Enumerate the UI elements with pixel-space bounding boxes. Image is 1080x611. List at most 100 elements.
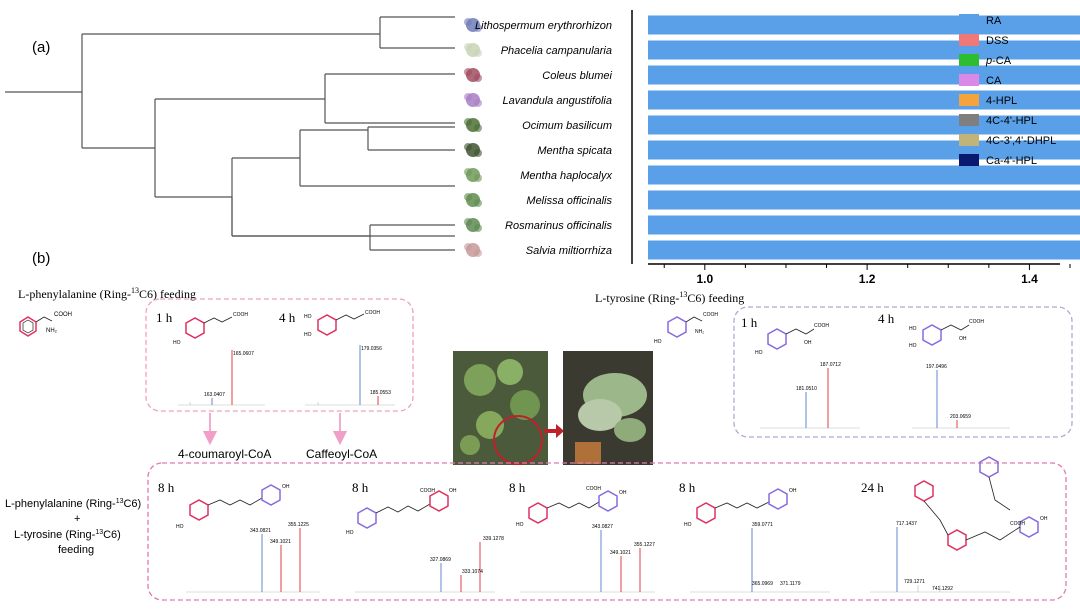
ra3-cooh: COOH <box>586 486 601 492</box>
combined-24h-label: 24 h <box>861 480 884 495</box>
ra1-oh: OH <box>282 484 290 490</box>
legend-label: CA <box>986 75 1002 87</box>
combined-feeding-label: L-phenylalanine (Ring-13C6) + L-tyrosine… <box>5 498 141 556</box>
plant-thumbnail <box>464 193 482 207</box>
ra-structure-2: COOH OH HO <box>346 488 457 536</box>
plant-thumbnail <box>464 168 482 182</box>
legend-swatch <box>959 54 979 66</box>
species-label: Lithospermum erythrorhizon <box>475 20 612 32</box>
tyr-ho: HO <box>654 339 662 345</box>
bar-segment <box>648 190 1080 210</box>
combined-timecourse-box <box>147 462 1067 601</box>
ra-structure-4: OH HO <box>684 488 797 528</box>
peak-phe1h-a: 165.0607 <box>233 351 254 357</box>
caffeic-ho2: HO <box>304 332 312 338</box>
legend-label: RA <box>986 15 1002 27</box>
spectrum-8h-d: 359.0771 365.0969 371.1179 <box>690 522 830 593</box>
ra4-ho: HO <box>684 522 692 528</box>
legend-swatch <box>959 14 979 26</box>
peak-24h-1: 717.1437 <box>896 521 917 527</box>
tyr-nh2: NH₂ <box>695 329 704 335</box>
plant-thumbnail <box>464 68 482 82</box>
peak-8ha-2: 349.1021 <box>270 539 291 545</box>
hpl-cooh: COOH <box>814 323 829 329</box>
plant-photo-right <box>563 351 653 465</box>
ra-structure-1: OH HO <box>176 484 290 530</box>
tyr-timecourse-box <box>733 306 1073 438</box>
tyr-1h-label: 1 h <box>741 315 758 330</box>
species-label: Rosmarinus officinalis <box>505 220 612 232</box>
ra-structure-3: COOH OH HO <box>516 486 627 528</box>
legend-swatch <box>959 94 979 106</box>
coumaric-cooh: COOH <box>233 312 248 318</box>
species-label: Ocimum basilicum <box>522 120 612 132</box>
peak-8hb-2: 327.0869 <box>430 557 451 563</box>
tyr-cooh: COOH <box>703 312 718 318</box>
legend-label: 4C-3',4'-DHPL <box>986 135 1056 147</box>
peak-8hb-1: 339.1278 <box>483 536 504 542</box>
peak-8hc-3: 349.1021 <box>610 550 631 556</box>
bar-segment <box>648 15 1080 35</box>
bar-segment <box>648 215 1080 235</box>
chart-legend: RADSSp-CACA4-HPL4C-4'-HPL4C-3',4'-DHPLCa… <box>959 14 1056 167</box>
ra2-cooh: COOH <box>420 488 435 494</box>
legend-label: p-CA <box>985 55 1012 67</box>
photo-arrow <box>544 424 564 438</box>
peak-8hc-1: 343.0827 <box>592 524 613 530</box>
species-label: Mentha haplocalyx <box>520 170 612 182</box>
legend-swatch <box>959 154 979 166</box>
panel-a-label: (a) <box>32 39 50 56</box>
species-label: Coleus blumei <box>542 70 612 82</box>
peak-8hd-2: 365.0969 <box>752 581 773 587</box>
phe-feeding-label: L-phenylalanine (Ring-13C6) feeding <box>18 286 196 301</box>
plant-thumbnail <box>464 118 482 132</box>
peak-8hd-1: 359.0771 <box>752 522 773 528</box>
phylogenetic-tree <box>5 16 455 251</box>
ra3-ho: HO <box>516 522 524 528</box>
hpl-structure: COOH OH HO <box>755 323 829 356</box>
sal-cooh: COOH <box>1010 521 1025 527</box>
phe-cooh-text: COOH <box>54 312 72 318</box>
plant-thumbnails <box>464 18 482 257</box>
spectrum-tyr-4h: 197.0496 203.0659 <box>912 364 1010 429</box>
x-tick-label: 1.4 <box>1021 272 1038 286</box>
peak-24h-2: 729.1271 <box>904 579 925 585</box>
species-label: Phacelia campanularia <box>501 45 612 57</box>
caffeic-structure: COOH HO HO <box>304 310 380 338</box>
species-label: Melissa officinalis <box>526 195 612 207</box>
ra3-oh: OH <box>619 490 627 496</box>
plant-photo-left <box>453 351 548 465</box>
spectrum-8h-c: 343.0827 355.1227 349.1021 <box>520 524 655 593</box>
coumaric-structure: COOH HO <box>173 312 248 346</box>
bar-segment <box>648 240 1080 260</box>
species-label: Mentha spicata <box>537 145 612 157</box>
bar-segment <box>648 65 1080 85</box>
spectrum-phe-1h: 165.0607 163.0407 <box>178 350 265 406</box>
phe-4h-label: 4 h <box>279 310 296 325</box>
combined-8h-label-2: 8 h <box>352 480 369 495</box>
legend-label: Ca-4'-HPL <box>986 155 1037 167</box>
plant-thumbnail <box>464 243 482 257</box>
svg-text:feeding: feeding <box>58 544 94 556</box>
dhpl-ho1: HO <box>909 326 917 332</box>
legend-swatch <box>959 114 979 126</box>
peak-8hc-2: 355.1227 <box>634 542 655 548</box>
hpl-oh: OH <box>804 340 812 346</box>
plant-thumbnail <box>464 143 482 157</box>
peak-tyr1h-a: 187.0712 <box>820 362 841 368</box>
tyr-feeding-label: L-tyrosine (Ring-13C6) feeding <box>595 290 744 305</box>
combined-8h-label-3: 8 h <box>509 480 526 495</box>
species-label: Lavandula angustifolia <box>503 95 612 107</box>
peak-tyr4h-a: 197.0496 <box>926 364 947 370</box>
tyrosine-structure: COOH NH₂ HO <box>654 312 718 345</box>
peak-tyr1h-b: 181.0510 <box>796 386 817 392</box>
plant-thumbnail <box>464 93 482 107</box>
dhpl-oh: OH <box>959 336 967 342</box>
phe-1h-label: 1 h <box>156 310 173 325</box>
spectrum-8h-a: 343.0821 349.1021 355.1225 <box>186 522 320 593</box>
species-label: Salvia miltiorrhiza <box>526 245 612 257</box>
legend-swatch <box>959 134 979 146</box>
